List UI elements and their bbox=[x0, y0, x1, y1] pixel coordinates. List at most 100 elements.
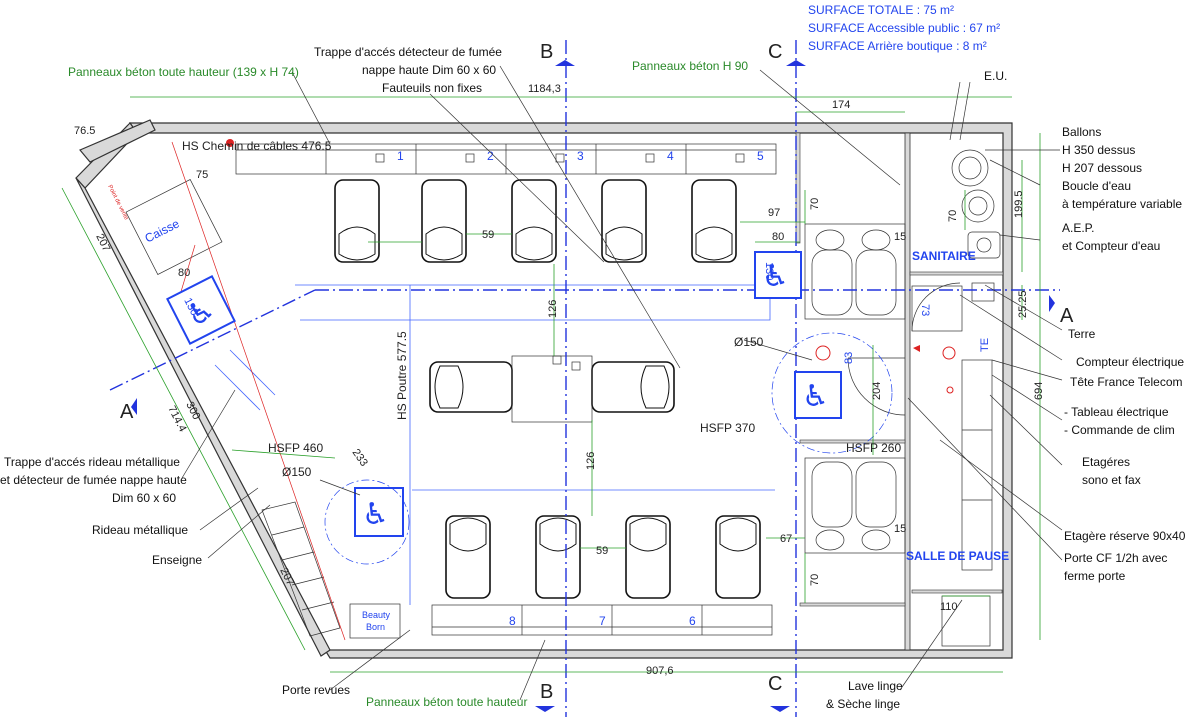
label-etageres-1: Etagéres bbox=[1082, 455, 1130, 469]
label-panneaux-bottom: Panneaux béton toute hauteur bbox=[366, 695, 527, 709]
label-beauty-2: Born bbox=[366, 622, 385, 632]
label-trappe-top-2: nappe haute Dim 60 x 60 bbox=[362, 63, 496, 77]
chair bbox=[535, 515, 581, 599]
label-porte-cf-2: ferme porte bbox=[1064, 569, 1126, 583]
label-hsfp-460: HSFP 460 bbox=[268, 441, 323, 455]
label-fauteuils: Fauteuils non fixes bbox=[382, 81, 482, 95]
chair bbox=[334, 179, 380, 263]
label-eu: E.U. bbox=[984, 69, 1007, 83]
bottom-counter bbox=[431, 604, 773, 636]
top-chairs bbox=[334, 179, 737, 263]
center-seating bbox=[429, 355, 675, 423]
dim-70b: 70 bbox=[809, 574, 821, 586]
label-hs-poutre: HS Poutre 577.5 bbox=[395, 331, 409, 420]
label-aep-1: A.E.P. bbox=[1062, 221, 1094, 235]
label-salle-pause: SALLE DE PAUSE bbox=[906, 549, 1009, 563]
outer-walls bbox=[75, 119, 1013, 659]
label-lave-1: Lave linge bbox=[848, 679, 903, 693]
chair bbox=[625, 515, 671, 599]
surface-back: SURFACE Arrière boutique : 8 m² bbox=[808, 39, 987, 53]
dim-1184: 1184,3 bbox=[528, 83, 561, 95]
red-marks bbox=[226, 139, 956, 394]
label-ballons-1: Ballons bbox=[1062, 125, 1101, 139]
station-7: 7 bbox=[599, 614, 606, 628]
station-8: 8 bbox=[509, 614, 516, 628]
dim-204: 204 bbox=[871, 382, 883, 400]
dim-97: 97 bbox=[768, 207, 780, 219]
label-compteur-elec: Compteur électrique bbox=[1076, 355, 1184, 369]
dim-73: 73 bbox=[919, 304, 931, 316]
chair bbox=[691, 179, 737, 263]
label-ballons-3: H 207 dessous bbox=[1062, 161, 1142, 175]
label-tableau-2: - Commande de clim bbox=[1064, 423, 1175, 437]
dim-70a: 70 bbox=[809, 198, 821, 210]
dim-76-5: 76.5 bbox=[74, 125, 95, 137]
label-trappe-top-1: Trappe d'accés détecteur de fumée bbox=[314, 45, 502, 59]
label-beauty-1: Beauty bbox=[362, 610, 391, 620]
label-hs-chemin: HS Chemin de câbles 476.5 bbox=[182, 139, 332, 153]
label-enseigne: Enseigne bbox=[152, 553, 202, 567]
label-ballons-2: H 350 dessus bbox=[1062, 143, 1135, 157]
dim-126b: 126 bbox=[585, 452, 597, 470]
label-hsfp-260: HSFP 260 bbox=[846, 441, 901, 455]
dim-80a: 80 bbox=[178, 267, 190, 279]
partitions bbox=[795, 132, 1004, 651]
station-4: 4 bbox=[667, 149, 674, 163]
station-5: 5 bbox=[757, 149, 764, 163]
basins-bottom bbox=[804, 457, 906, 554]
axis-a-left: A bbox=[120, 401, 134, 423]
handicap-symbols: ♿ ♿ ♿ ♿ bbox=[166, 251, 893, 565]
blue-reference bbox=[171, 141, 775, 641]
dim-75: 75 bbox=[196, 169, 208, 181]
dim-694: 694 bbox=[1033, 382, 1045, 400]
dim-199-5: 199.5 bbox=[1013, 190, 1025, 218]
label-sanitaire: SANITAIRE bbox=[912, 249, 976, 263]
label-caisse: Caisse bbox=[143, 216, 182, 245]
dim-80b: 80 bbox=[772, 231, 784, 243]
dim-233: 233 bbox=[350, 447, 370, 469]
dim-126a: 126 bbox=[547, 300, 559, 318]
label-phi150-b: Ø150 bbox=[734, 335, 764, 349]
dim-83: 83 bbox=[843, 352, 855, 364]
wheelchair-icon: ♿ bbox=[362, 498, 389, 531]
dim-907: 907,6 bbox=[646, 665, 674, 677]
axis-arrows bbox=[131, 60, 1055, 712]
label-red-note: Point de vente bbox=[106, 184, 129, 221]
basins-top bbox=[804, 223, 906, 320]
surface-total: SURFACE TOTALE : 75 m² bbox=[808, 3, 954, 17]
axis-b-bottom: B bbox=[540, 681, 553, 703]
dim-59b: 59 bbox=[596, 545, 608, 557]
dimension-lines bbox=[61, 65, 1063, 701]
wheelchair-icon: ♿ bbox=[762, 260, 789, 293]
label-tableau-1: - Tableau électrique bbox=[1064, 405, 1169, 419]
label-trappe-left-2: et détecteur de fumée nappe haute bbox=[0, 473, 187, 487]
station-2: 2 bbox=[487, 149, 494, 163]
station-1: 1 bbox=[397, 149, 404, 163]
dim-130b: 130 bbox=[763, 262, 775, 280]
chair bbox=[715, 515, 761, 599]
axis-a-right: A bbox=[1060, 305, 1074, 327]
dim-70c: 70 bbox=[947, 210, 959, 222]
label-terre: Terre bbox=[1068, 327, 1096, 341]
axis-c-bottom: C bbox=[768, 673, 782, 695]
station-numbers: 1 2 3 4 5 8 7 6 bbox=[397, 149, 764, 628]
storefront bbox=[125, 179, 401, 639]
station-6: 6 bbox=[689, 614, 696, 628]
surface-public: SURFACE Accessible public : 67 m² bbox=[808, 21, 1000, 35]
chair bbox=[601, 179, 647, 263]
label-trappe-left-1: Trappe d'accés rideau métallique bbox=[4, 455, 180, 469]
chair bbox=[511, 179, 557, 263]
label-boucle-2: à température variable bbox=[1062, 197, 1182, 211]
axis-b-top: B bbox=[540, 41, 553, 63]
label-panneaux-h90: Panneaux béton H 90 bbox=[632, 59, 748, 73]
dim-67: 67 bbox=[780, 533, 792, 545]
dim-25-25: 25.25 bbox=[1017, 290, 1029, 318]
station-3: 3 bbox=[577, 149, 584, 163]
chair bbox=[421, 179, 467, 263]
label-porte-cf-1: Porte CF 1/2h avec bbox=[1064, 551, 1167, 565]
dim-15a: 15 bbox=[894, 231, 906, 243]
label-etagere-reserve: Etagère réserve 90x40 bbox=[1064, 529, 1186, 543]
dim-15b: 15 bbox=[894, 523, 906, 535]
top-counter bbox=[235, 143, 777, 175]
